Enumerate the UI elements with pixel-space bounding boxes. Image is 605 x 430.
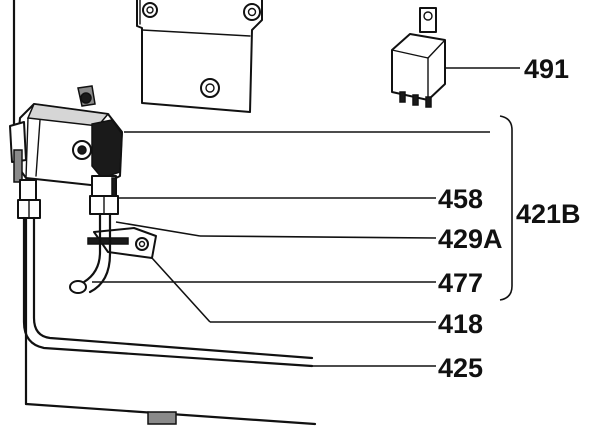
spout-tube-477 bbox=[69, 212, 112, 294]
solenoid-valve bbox=[9, 85, 123, 187]
outlet-fitting-458 bbox=[89, 175, 119, 215]
callout-425: 425 bbox=[438, 353, 483, 383]
callout-429a: 429A bbox=[438, 224, 503, 254]
callout-458: 458 bbox=[438, 184, 483, 214]
callout-421b: 421B bbox=[516, 199, 581, 229]
relay-491 bbox=[391, 7, 446, 108]
leader-lines bbox=[92, 67, 520, 367]
callout-418: 418 bbox=[438, 309, 483, 339]
inlet-tube bbox=[17, 179, 314, 368]
callout-491: 491 bbox=[524, 54, 569, 84]
control-box bbox=[136, 0, 263, 113]
mounting-bracket-418 bbox=[87, 227, 157, 259]
cabinet-foot bbox=[147, 411, 177, 425]
callout-labels: 491 458 421B 429A 477 418 425 bbox=[438, 54, 581, 383]
callout-477: 477 bbox=[438, 268, 483, 298]
